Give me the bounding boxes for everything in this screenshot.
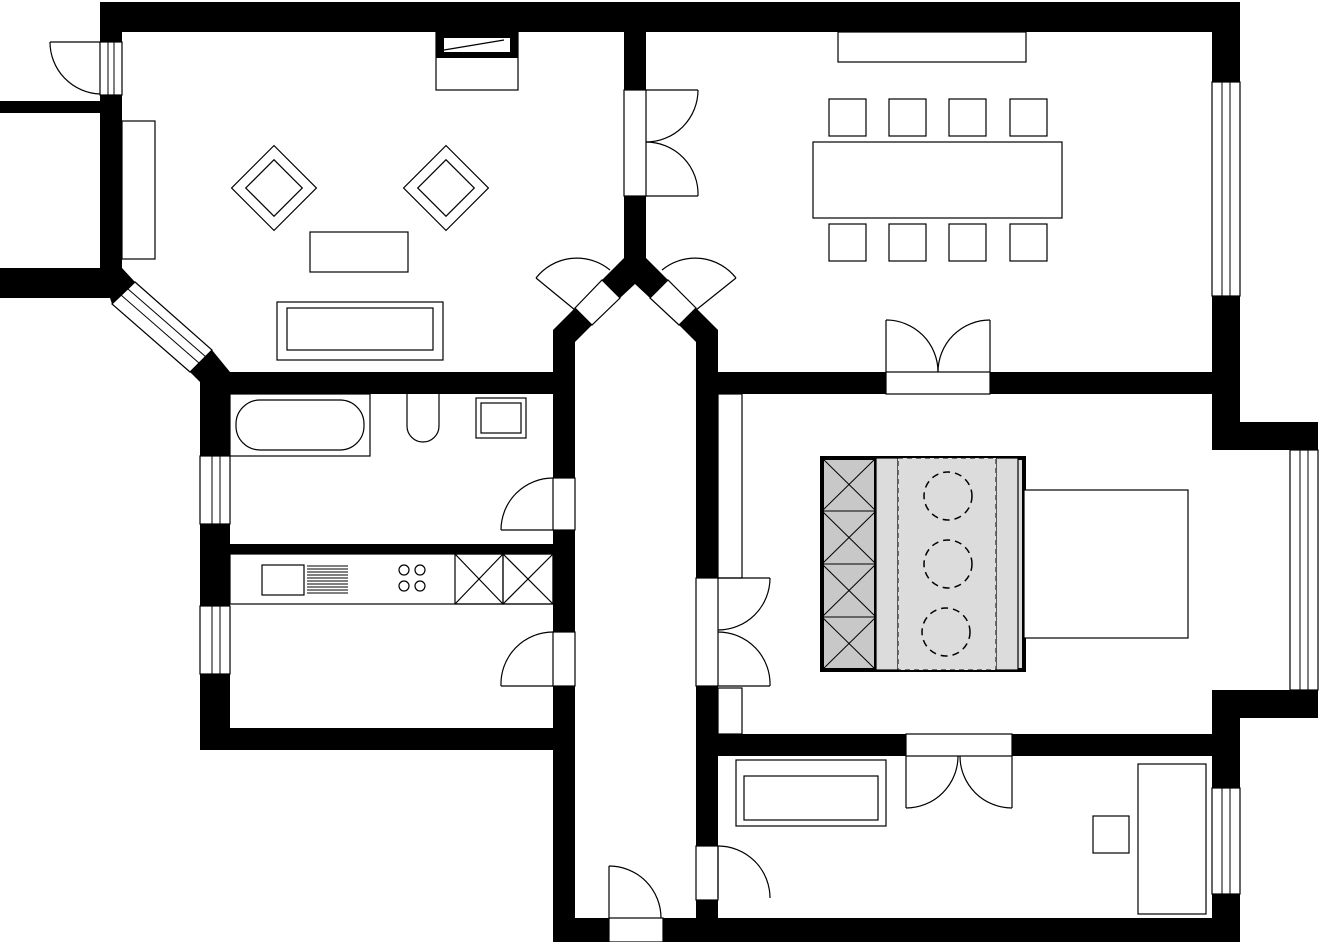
bedroom-study-wall-right bbox=[1012, 734, 1240, 756]
armchair-icon bbox=[402, 144, 490, 232]
chair-icon bbox=[888, 223, 927, 262]
dining-bedroom-wall-right bbox=[990, 372, 1240, 394]
door-icon bbox=[695, 845, 771, 901]
diagonal-wall-top bbox=[100, 268, 135, 304]
hall-left-diagonal-wall bbox=[553, 308, 592, 392]
sideboard bbox=[121, 120, 156, 260]
bath-left-wall-top bbox=[200, 372, 230, 456]
hall-left-wall-c bbox=[553, 686, 575, 942]
four-burner-stove-icon bbox=[398, 564, 426, 592]
chair-icon bbox=[828, 223, 867, 262]
chair-icon bbox=[828, 98, 867, 137]
sofa-icon bbox=[735, 759, 887, 827]
bedroom-shelf-top bbox=[717, 393, 743, 579]
armchair-icon bbox=[230, 144, 318, 232]
hall-bottom-wall-right bbox=[663, 918, 1240, 942]
door-icon bbox=[885, 319, 991, 395]
door-icon bbox=[535, 257, 621, 326]
dining-right-wall-top bbox=[1212, 2, 1240, 82]
door-icon bbox=[500, 631, 576, 687]
living-room-furniture bbox=[121, 31, 519, 361]
door-icon bbox=[649, 257, 737, 326]
kitchen-fixtures bbox=[229, 553, 554, 605]
entry-door-icon bbox=[608, 865, 664, 942]
door-icon bbox=[49, 41, 101, 95]
hall-peak-wall bbox=[602, 258, 668, 298]
living-left-small-window bbox=[99, 41, 123, 96]
bedroom-study-wall-left bbox=[696, 734, 906, 756]
toilet-icon bbox=[406, 394, 440, 443]
bedroom-bay-top-ledge bbox=[1212, 422, 1318, 450]
bathtub-icon bbox=[229, 393, 371, 457]
living-dining-partition-top bbox=[624, 2, 646, 90]
dining-room-furniture bbox=[812, 31, 1063, 262]
door-icon bbox=[695, 577, 771, 687]
dining-window bbox=[1211, 81, 1241, 297]
door-icon bbox=[500, 477, 576, 531]
living-left-wall-upper bbox=[100, 2, 122, 42]
wardrobe-icon bbox=[820, 456, 878, 672]
hall-bottom-wall-left bbox=[553, 918, 609, 942]
bathroom-fixtures bbox=[229, 393, 527, 457]
bedroom-shelf-bottom bbox=[717, 687, 743, 735]
study-right-wall-bottom bbox=[1212, 894, 1240, 942]
fireplace-icon bbox=[435, 31, 519, 91]
desk bbox=[1137, 763, 1207, 915]
living-left-wall bbox=[100, 95, 122, 295]
bed-icon bbox=[874, 456, 1189, 672]
dining-table bbox=[812, 141, 1063, 219]
desk-chair-icon bbox=[1092, 815, 1130, 854]
door-icon bbox=[905, 733, 1013, 809]
hall-left-wall-a bbox=[553, 392, 575, 478]
study-window bbox=[1211, 787, 1241, 895]
dining-bedroom-wall-left bbox=[696, 372, 886, 394]
bedroom-bay-window bbox=[1289, 449, 1319, 691]
chair-icon bbox=[888, 98, 927, 137]
left-stub-wall-top bbox=[0, 101, 122, 113]
study-furniture bbox=[735, 759, 1207, 915]
chair-icon bbox=[1009, 98, 1048, 137]
door-icon bbox=[623, 89, 699, 197]
kitchen-window bbox=[199, 605, 231, 675]
sofa-icon bbox=[276, 301, 444, 361]
bathroom-window bbox=[199, 455, 231, 525]
hall-left-wall-b bbox=[553, 530, 575, 632]
living-dining-partition-bottom bbox=[624, 196, 646, 261]
chair-icon bbox=[948, 98, 987, 137]
doors bbox=[49, 41, 1013, 942]
windows bbox=[99, 41, 1319, 895]
coffee-table bbox=[309, 231, 409, 273]
buffet bbox=[837, 31, 1027, 63]
hall-right-wall-a bbox=[696, 392, 718, 578]
kitchen-bottom-wall bbox=[200, 728, 575, 750]
bath-left-wall-mid bbox=[200, 524, 230, 606]
sink-with-drainboard-icon bbox=[261, 564, 348, 596]
kitchen-counter bbox=[229, 553, 554, 605]
chair-icon bbox=[948, 223, 987, 262]
bath-kitchen-partition bbox=[230, 544, 575, 554]
bedroom-furniture bbox=[717, 393, 1189, 735]
top-exterior-wall bbox=[100, 2, 1240, 32]
hall-right-wall-b bbox=[696, 686, 718, 846]
washbasin-icon bbox=[475, 397, 527, 439]
living-diagonal-window bbox=[111, 281, 213, 373]
chair-icon bbox=[1009, 223, 1048, 262]
living-bath-wall bbox=[200, 372, 575, 394]
kitchen-cabinet-icon bbox=[454, 553, 554, 605]
hall-right-diagonal-wall bbox=[679, 308, 718, 392]
